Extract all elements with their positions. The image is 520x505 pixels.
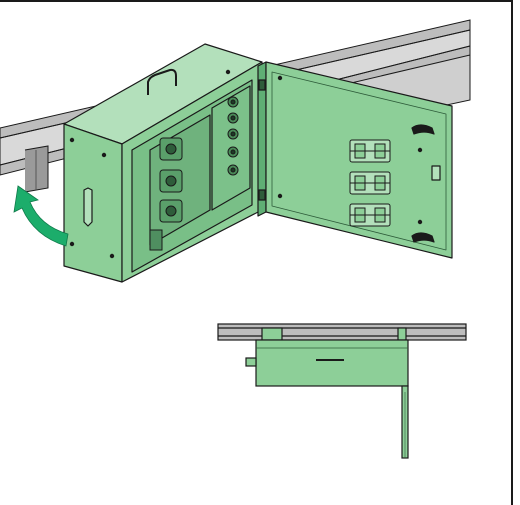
door-fuse-holders bbox=[349, 139, 391, 227]
cable-glands bbox=[227, 96, 239, 176]
enclosure-body bbox=[63, 43, 263, 283]
fuse-holder bbox=[349, 139, 391, 163]
interior-fuse-holders bbox=[149, 137, 183, 251]
top-view bbox=[217, 323, 467, 459]
fuse-holder bbox=[349, 171, 391, 195]
rotation-arrow bbox=[13, 185, 69, 247]
fuse-holder bbox=[349, 203, 391, 227]
